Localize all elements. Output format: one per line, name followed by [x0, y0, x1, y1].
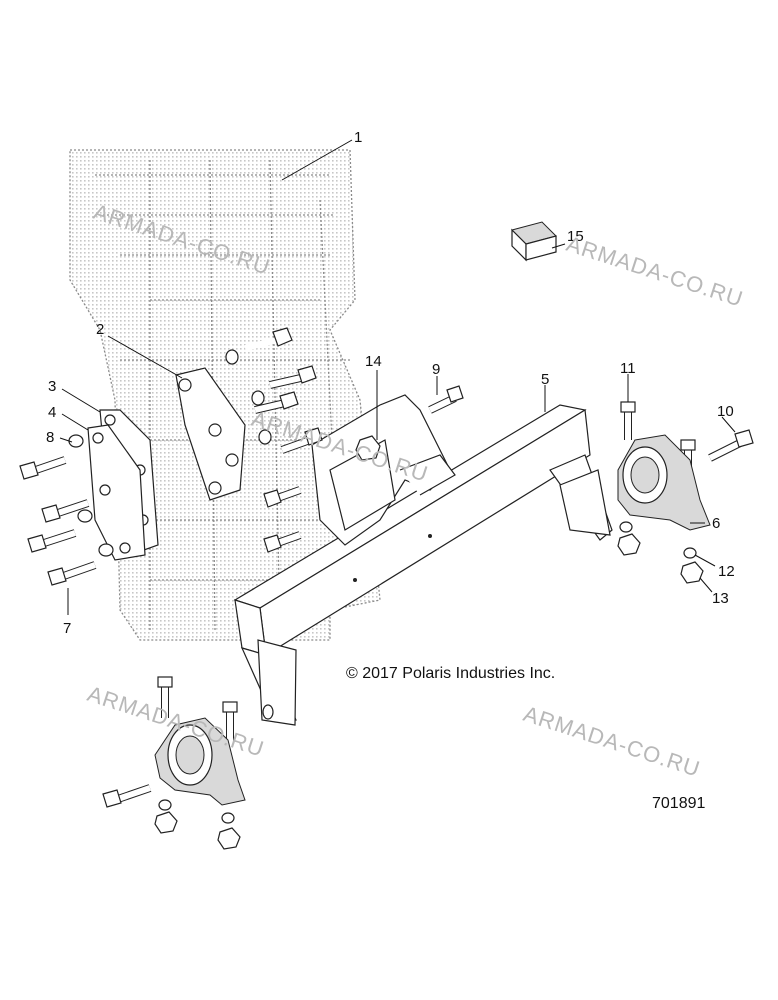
callout-9: 9 [432, 361, 440, 378]
leader-lines [59, 139, 736, 615]
callout-11: 11 [620, 360, 636, 377]
copyright-notice: © 2017 Polaris Industries Inc. [346, 665, 555, 682]
engine-mount-right [617, 434, 711, 531]
callout-12: 12 [718, 563, 735, 580]
callout-10: 10 [717, 403, 734, 420]
bolt [263, 531, 302, 553]
bolt [244, 327, 293, 351]
engine-mount-lower [154, 717, 246, 806]
washers-and-nuts [68, 349, 704, 850]
bolt [263, 486, 302, 508]
bolt [27, 529, 77, 553]
watermark: ARMADA-CO.RU [563, 231, 746, 312]
callout-1: 1 [354, 129, 362, 146]
callout-5: 5 [541, 371, 549, 388]
bolt [254, 391, 299, 414]
bolt [47, 561, 97, 586]
callout-6: 6 [712, 515, 720, 532]
bolt [620, 401, 636, 440]
mount-plate-2 [175, 367, 246, 501]
bolt [222, 701, 238, 742]
callout-15: 15 [567, 228, 584, 245]
callout-2: 2 [96, 321, 104, 338]
bolt [19, 456, 67, 480]
callout-14: 14 [365, 353, 382, 370]
bolts [19, 327, 754, 808]
callout-8: 8 [46, 429, 54, 446]
bolt [280, 427, 323, 454]
diagram-part-number: 701891 [652, 795, 705, 812]
bolt [708, 429, 754, 462]
callout-13: 13 [712, 590, 729, 607]
callout-7: 7 [63, 620, 71, 637]
bolt [102, 784, 152, 808]
mount-plate-4 [87, 424, 146, 561]
bolt [41, 499, 90, 523]
rubber-block [511, 221, 557, 262]
callout-3: 3 [48, 378, 56, 395]
callout-labels: 1 2 3 4 5 6 7 8 9 10 11 12 13 14 15 [46, 129, 735, 637]
callout-4: 4 [48, 404, 56, 421]
bolt [428, 385, 464, 414]
watermark: ARMADA-CO.RU [520, 701, 703, 782]
bolt [269, 365, 317, 389]
bolt [157, 676, 173, 718]
